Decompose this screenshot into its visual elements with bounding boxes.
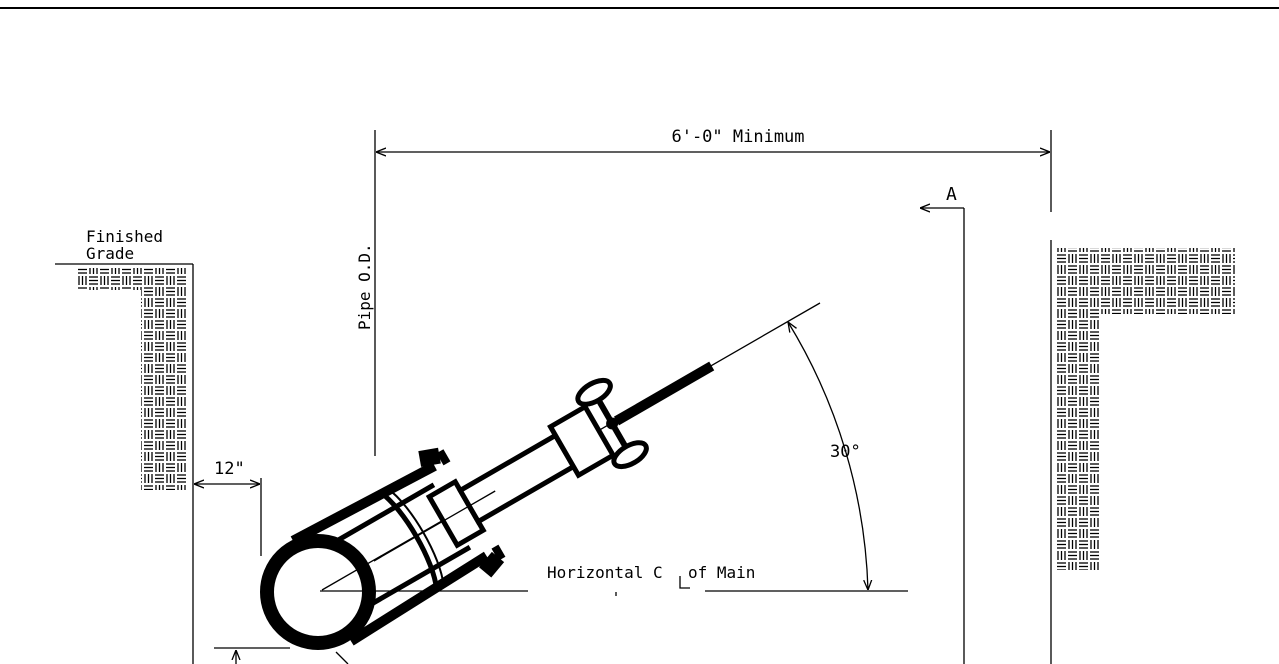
bottom-dimension bbox=[214, 647, 349, 664]
left-trench-wall bbox=[55, 263, 194, 664]
main-pipe bbox=[260, 534, 376, 650]
right-trench-wall bbox=[1050, 240, 1235, 664]
section-marker-label: A bbox=[946, 184, 957, 205]
horizontal-centerline bbox=[320, 590, 908, 596]
horizontal-centerline-label-part2: of Main bbox=[688, 563, 755, 582]
clearance-label: 12" bbox=[214, 459, 245, 479]
centerline-symbol bbox=[679, 576, 690, 589]
width-dimension bbox=[374, 130, 1052, 456]
width-dimension-label: 6'-0" Minimum bbox=[671, 127, 804, 147]
right-earth-hatch-side bbox=[1055, 314, 1099, 570]
finished-grade-label-line2: Grade bbox=[86, 244, 134, 263]
left-earth-hatch-top bbox=[76, 268, 186, 290]
section-cut-marker bbox=[920, 208, 965, 664]
tapping-machine bbox=[290, 361, 715, 646]
horizontal-centerline-label-part1: Horizontal C bbox=[547, 563, 663, 582]
clearance-dimension bbox=[194, 478, 262, 556]
pipe-od-label: Pipe O.D. bbox=[355, 243, 374, 330]
left-earth-hatch-side bbox=[141, 290, 186, 490]
right-earth-hatch-top bbox=[1055, 248, 1235, 314]
angle-label: 30° bbox=[830, 442, 861, 462]
finished-grade-label-line1: Finished bbox=[86, 227, 163, 246]
